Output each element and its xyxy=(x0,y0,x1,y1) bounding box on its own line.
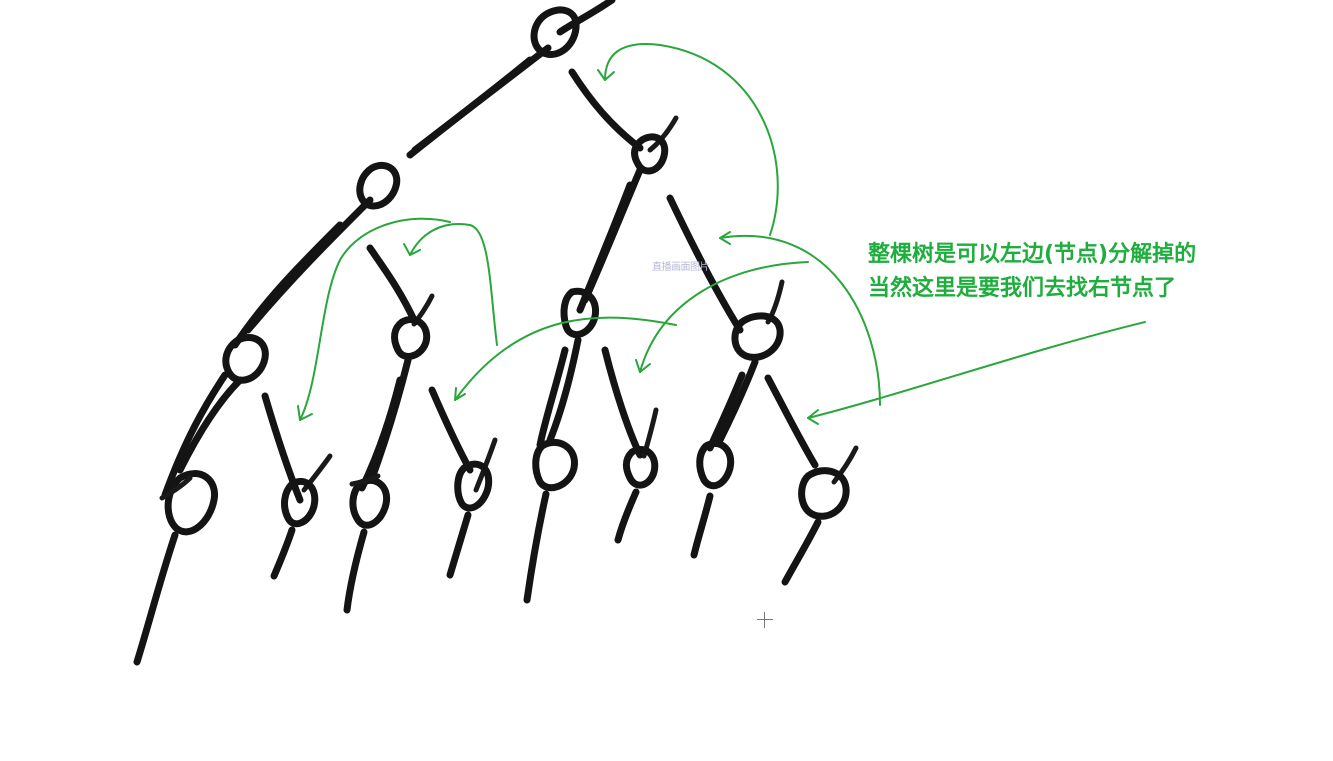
tree-node-l1-left xyxy=(356,161,401,210)
annotation-line-1: 整棵树是可以左边(节点)分解掉的 xyxy=(868,242,1197,267)
tree-branch-l2-c xyxy=(536,287,644,459)
watermark-text: 直播画面图片 xyxy=(652,262,710,273)
tree-left-spine xyxy=(133,0,616,666)
tree-branch-l2-b xyxy=(358,244,474,492)
annotation-text: 整棵树是可以左边(节点)分解掉的 当然这里是要我们去找右节点了 xyxy=(868,238,1288,306)
annotation-arrows xyxy=(297,43,1146,425)
tree-branch-l1-right xyxy=(568,68,744,334)
tree-node-root xyxy=(530,6,580,58)
tree-node-l2-a xyxy=(222,334,269,384)
tree-leaves xyxy=(159,392,859,614)
annotation-line-2: 当然这里是要我们去找右节点了 xyxy=(868,276,1177,301)
crosshair-cursor-icon xyxy=(757,612,773,628)
